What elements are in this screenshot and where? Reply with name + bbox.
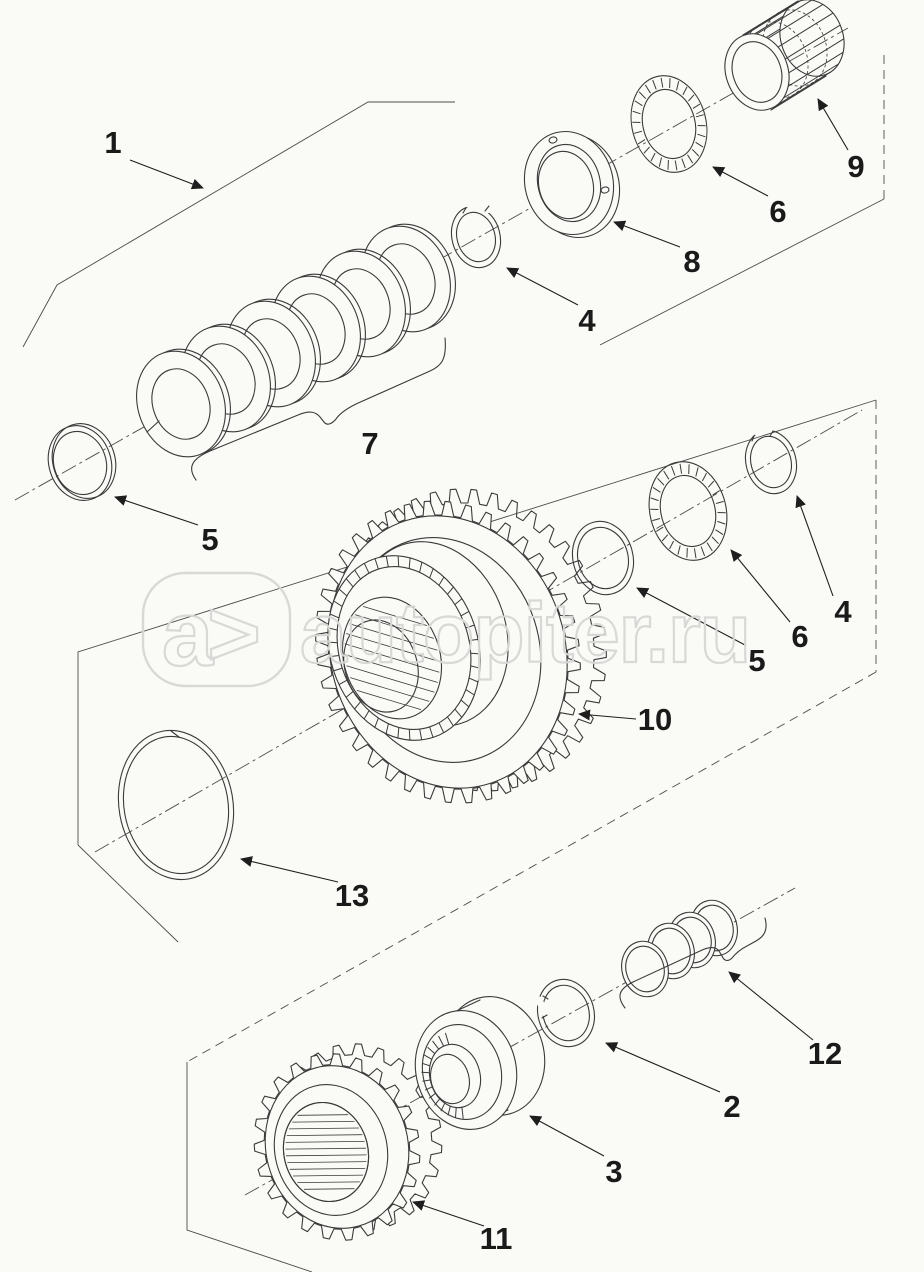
disc-pack-brace [191,337,446,481]
snap-ring-4-mid [744,425,798,495]
part-label-8: 8 [683,244,700,279]
group-boundaries [22,55,885,1272]
part-label-1: 1 [104,125,121,160]
plate-hole [600,186,610,194]
part-label-12: 12 [808,1036,842,1071]
leader-lines [114,98,849,1227]
snap-ring-5-mid [571,520,635,596]
pinion-gear-11 [253,1043,443,1241]
part-label-6-top: 6 [769,194,786,229]
watermark-logo-text: a> [162,583,257,685]
part-label-7: 7 [361,426,378,461]
ring-13 [117,729,235,881]
group1-left-boundary [22,101,455,348]
clutch-disc-stack [136,223,456,481]
part-label-4-top: 4 [578,303,596,338]
part-label-5-left: 5 [201,522,218,557]
part-label-10: 10 [638,702,672,737]
clutch-gear-10 [315,488,607,804]
part-label-6-mid: 6 [791,619,808,654]
part-label-13: 13 [335,878,369,913]
part-label-5-mid: 5 [748,643,765,678]
roller-bearing-3 [414,996,546,1130]
part-label-2: 2 [723,1089,740,1124]
snap-ring-2 [535,978,595,1048]
watermark-site-text: autopiter.ru [300,586,750,680]
callout-labels: 1 4 8 6 9 5 7 13 10 5 6 4 2 12 3 11 [104,125,864,1256]
part-label-9: 9 [847,149,864,184]
watermark-logo-box [141,571,292,688]
snap-ring-5-left [47,423,117,501]
group2-top-boundary [77,399,877,845]
part-label-4-mid: 4 [834,594,852,629]
plate-hole [548,136,558,144]
needle-bearing-6-top [630,75,708,173]
roller-cage-9 [724,0,845,111]
group2-corner-cut [77,844,179,943]
retainer-plate-8 [523,130,621,239]
clutch-disc [136,348,231,458]
watermark: a> autopiter.ru [141,571,752,688]
group3-left-boundary [186,1062,313,1272]
ring-set-12 [619,899,767,1009]
part-label-11: 11 [480,1221,513,1256]
needle-bearing-6-mid [648,461,728,561]
snap-ring-4-top [450,200,502,269]
group2-group3-divider [186,671,877,1063]
part-label-3: 3 [605,1154,622,1189]
group1-bottom-boundary [599,198,885,346]
ring-set-brace [619,917,767,1009]
